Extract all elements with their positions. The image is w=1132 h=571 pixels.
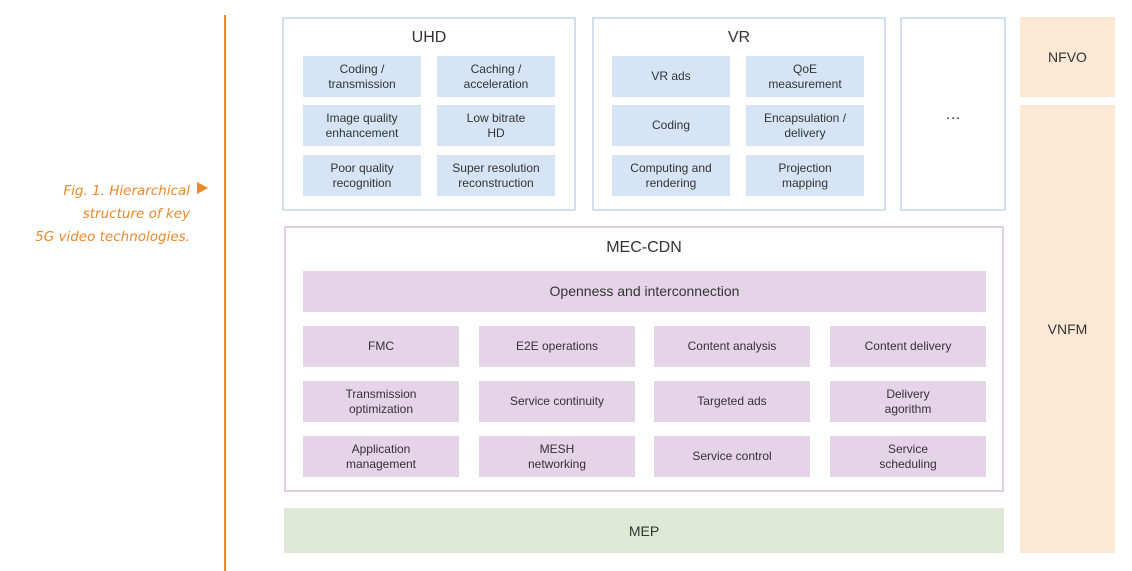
uhd-cell: Image quality enhancement	[303, 105, 421, 146]
vr-cell: QoE measurement	[746, 56, 864, 97]
mep-label: MEP	[628, 522, 660, 539]
mec-cell: Service scheduling	[830, 436, 986, 477]
caption-arrow-icon	[197, 182, 208, 194]
caption-line-1: Fig. 1. Hierarchical	[63, 183, 190, 199]
uhd-title: UHD	[411, 29, 447, 46]
caption-line-2: structure of key	[82, 206, 190, 222]
figure-caption: Fig. 1. Hierarchical structure of key 5G…	[30, 180, 190, 249]
divider-line	[224, 15, 226, 571]
mec-cell: Targeted ads	[654, 381, 810, 422]
more-panel: …	[900, 17, 1006, 211]
mec-cell: MESH networking	[479, 436, 635, 477]
mec-cell: Service continuity	[479, 381, 635, 422]
mec-cell: Content analysis	[654, 326, 810, 367]
uhd-cell: Poor quality recognition	[303, 155, 421, 196]
openness-banner: Openness and interconnection	[303, 271, 986, 312]
nfvo-block: NFVO	[1020, 17, 1115, 97]
mec-cell: E2E operations	[479, 326, 635, 367]
mec-cdn-title: MEC-CDN	[606, 239, 682, 256]
vr-cell: VR ads	[612, 56, 730, 97]
vr-cell: Computing and rendering	[612, 155, 730, 196]
ellipsis-label: …	[945, 105, 961, 123]
mec-cell: FMC	[303, 326, 459, 367]
mec-cell: Delivery agorithm	[830, 381, 986, 422]
caption-line-3: 5G video technologies.	[35, 229, 190, 245]
uhd-cell: Caching / acceleration	[437, 56, 555, 97]
vr-cell: Coding	[612, 105, 730, 146]
uhd-cell: Low bitrate HD	[437, 105, 555, 146]
nfvo-label: NFVO	[1048, 49, 1087, 65]
mec-cell: Transmission optimization	[303, 381, 459, 422]
vnfm-block: VNFM	[1020, 105, 1115, 553]
vr-title: VR	[727, 29, 751, 46]
uhd-cell: Super resolution reconstruction	[437, 155, 555, 196]
vnfm-label: VNFM	[1047, 321, 1088, 337]
uhd-cell: Coding / transmission	[303, 56, 421, 97]
vr-cell: Projection mapping	[746, 155, 864, 196]
mep-block: MEP	[284, 508, 1004, 553]
vr-cell: Encapsulation / delivery	[746, 105, 864, 146]
mec-cell: Application management	[303, 436, 459, 477]
mec-cell: Service control	[654, 436, 810, 477]
mec-cell: Content delivery	[830, 326, 986, 367]
